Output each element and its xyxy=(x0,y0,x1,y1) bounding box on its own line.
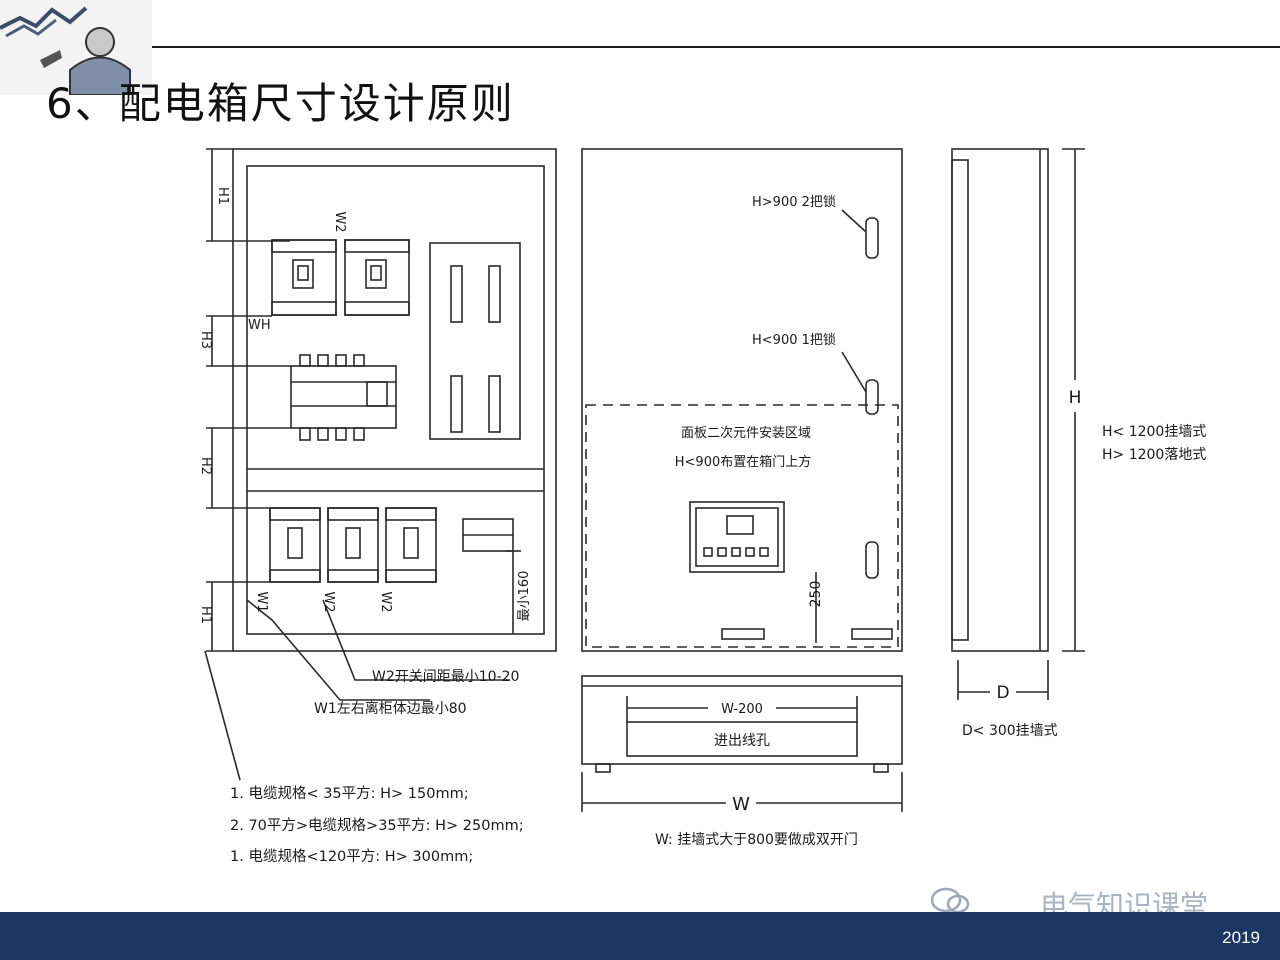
top-breaker-2 xyxy=(344,239,410,316)
label-w2-top: W2 xyxy=(332,211,347,232)
width-note: W: 挂墙式大于800要做成双开门 xyxy=(655,832,858,848)
label-wh: WH xyxy=(248,318,271,333)
depth-note: D< 300挂墙式 xyxy=(962,723,1058,739)
cable-hole-label: 进出线孔 xyxy=(714,733,770,749)
top-breaker-1 xyxy=(271,239,337,316)
cable-note-3: 1. 电缆规格<120平方: H> 300mm; xyxy=(230,849,474,865)
zone-label-line1: 面板二次元件安装区域 xyxy=(681,425,811,441)
door-lock-middle xyxy=(865,379,879,415)
bottom-view-outline xyxy=(581,675,903,765)
dim-w: W xyxy=(732,794,750,815)
footer-band xyxy=(0,912,1280,960)
mount-floor-note: H> 1200落地式 xyxy=(1102,447,1206,463)
label-one-lock: H<900 1把锁 xyxy=(752,332,836,348)
footer-year: 2019 xyxy=(1222,928,1260,947)
slide-title: 6、配电箱尺寸设计原则 xyxy=(46,79,515,128)
door-lock-lower xyxy=(865,541,879,579)
zone-label-line2: H<900布置在箱门上方 xyxy=(675,454,811,470)
front-enclosure-outline xyxy=(232,148,557,652)
label-w2-a: W2 xyxy=(321,591,336,612)
label-min-160: 最小160 xyxy=(517,571,532,622)
door-vent-right xyxy=(851,628,893,640)
control-meter xyxy=(689,501,785,573)
cable-note-1: 1. 电缆规格< 35平方: H> 150mm; xyxy=(230,786,469,802)
label-w1: W1 xyxy=(254,591,269,612)
bottom-breaker-2 xyxy=(327,507,379,583)
label-two-locks: H>900 2把锁 xyxy=(752,194,836,210)
mount-wall-note: H< 1200挂墙式 xyxy=(1102,424,1206,440)
bottom-breaker-3 xyxy=(385,507,437,583)
middle-device xyxy=(290,354,397,441)
lightning-worker-logo xyxy=(0,0,152,96)
callout-w2-spacing: W2开关间距最小10-20 xyxy=(372,669,519,685)
side-view-outline xyxy=(951,148,1049,652)
dim-w-200: W-200 xyxy=(721,702,763,717)
dim-h1-bottom: H1 xyxy=(198,606,213,624)
side-dim-h: H xyxy=(1069,388,1082,408)
bottom-breaker-1 xyxy=(269,507,321,583)
cable-entry-hole xyxy=(626,721,858,757)
dim-h2: H2 xyxy=(198,457,213,475)
label-w2-b: W2 xyxy=(378,591,393,612)
front-mounting-plate xyxy=(246,165,545,635)
side-dim-d: D xyxy=(996,683,1009,703)
cable-note-2: 2. 70平方>电缆规格>35平方: H> 250mm; xyxy=(230,818,524,834)
dim-h3: H3 xyxy=(198,331,213,349)
distribution-box-drawing: H1 H3 H2 H1 WH W2 W1 W2 W2 最小160 W2开关间距最… xyxy=(198,148,1206,848)
terminal-panel xyxy=(429,242,521,440)
dim-h1-top: H1 xyxy=(215,187,230,205)
door-vent-left xyxy=(721,628,765,640)
header-rule xyxy=(152,46,1280,48)
secondary-component-zone xyxy=(585,404,899,648)
callout-w1-edge: W1左右离柜体边最小80 xyxy=(314,700,467,717)
dim-250: 250 xyxy=(808,581,824,608)
door-lock-upper xyxy=(865,217,879,259)
door-outline xyxy=(581,148,903,652)
